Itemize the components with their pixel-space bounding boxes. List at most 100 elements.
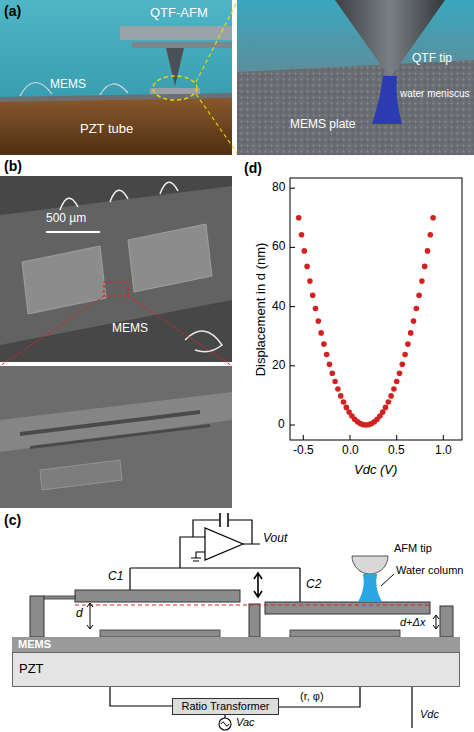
data-point <box>344 405 350 411</box>
wire-bond <box>185 331 222 352</box>
gap-arrow <box>87 603 93 629</box>
part-name: MEMS <box>112 322 148 336</box>
data-point <box>321 341 327 347</box>
wire-bond <box>60 182 178 210</box>
data-point <box>296 215 302 221</box>
water-column <box>358 574 382 602</box>
data-point <box>327 361 333 367</box>
data-point <box>304 264 310 270</box>
tick-label: 20 <box>272 359 285 373</box>
tick-label: 0.0 <box>342 444 359 458</box>
anchor-post <box>249 604 260 637</box>
part-name: MEMS <box>50 78 86 92</box>
part-name: MEMS plate <box>290 118 355 132</box>
axis-title: Displacement in d (nm) <box>254 243 269 377</box>
qtf-holder <box>120 26 232 40</box>
bottom-electrode <box>290 630 400 637</box>
leader-line <box>381 574 394 586</box>
zoom-ellipse <box>153 76 197 100</box>
data-point <box>419 278 425 284</box>
data-point <box>307 278 313 284</box>
tick-label: 60 <box>272 240 285 254</box>
dimension-label: d <box>76 607 83 621</box>
sem-image-bottom <box>0 366 232 508</box>
node-text: Ratio Transformer <box>181 700 269 713</box>
anchor-post <box>440 606 453 637</box>
feedback-wire <box>193 520 260 544</box>
node-text: PZT <box>19 662 44 677</box>
data-point <box>391 386 397 392</box>
panel-label: (b) <box>4 158 22 174</box>
panel-label: (a) <box>4 3 21 19</box>
ac-wave <box>221 722 229 726</box>
reference-line <box>75 604 430 605</box>
data-point <box>425 248 431 254</box>
data-point <box>313 306 319 312</box>
data-point <box>335 386 341 392</box>
mems-plate <box>22 246 106 314</box>
plot-frame <box>290 178 462 440</box>
ground-symbol <box>191 552 205 561</box>
scale-bar <box>46 231 100 233</box>
mems-chip-layer <box>0 93 232 102</box>
tick-label: -0.5 <box>293 444 314 458</box>
part-name: Water column <box>396 564 463 577</box>
top-plate-c2 <box>265 602 430 614</box>
data-point <box>422 264 428 270</box>
tick-label: 80 <box>272 181 285 195</box>
data-point <box>310 292 316 298</box>
data-point <box>318 330 324 336</box>
data-point <box>383 405 389 411</box>
mems-chip <box>150 88 200 94</box>
tether <box>44 596 75 599</box>
op-amp <box>205 528 243 560</box>
part-name: AFM tip <box>394 542 432 555</box>
data-point <box>414 306 420 312</box>
water-meniscus <box>372 76 402 124</box>
tick-label: 1.0 <box>435 444 452 458</box>
data-point <box>332 379 338 385</box>
signal-name: (r, φ) <box>300 690 324 703</box>
data-point <box>411 318 417 324</box>
sem-structure <box>0 392 232 452</box>
qtf-prong <box>132 42 232 48</box>
capacitor-name: C2 <box>306 578 321 592</box>
tick-label: 0.5 <box>388 444 405 458</box>
data-point <box>380 409 386 415</box>
data-point <box>316 318 322 324</box>
data-point <box>324 352 330 358</box>
data-point <box>400 361 406 367</box>
zoom-box <box>104 282 128 296</box>
data-point <box>428 232 434 238</box>
feedback-capacitor <box>220 513 228 527</box>
signal-name: Vout <box>263 532 287 546</box>
bottom-electrode <box>100 630 220 637</box>
dimension-label: d+Δx <box>400 616 425 629</box>
chip-surface <box>0 186 232 345</box>
tick-label: 40 <box>272 300 285 314</box>
afm-scene-background <box>0 0 232 155</box>
data-point <box>402 352 408 358</box>
anchor-post <box>30 596 44 637</box>
data-point <box>330 370 336 376</box>
data-point <box>394 379 400 385</box>
part-name: PZT tube <box>80 122 133 137</box>
part-name: QTF tip <box>412 52 452 66</box>
data-point <box>338 393 344 399</box>
ratio-transformer-box: Ratio Transformer <box>172 698 279 715</box>
data-point <box>341 399 347 405</box>
mems-layer: MEMS <box>12 637 460 652</box>
data-point <box>408 330 414 336</box>
top-plate-c1 <box>75 590 240 602</box>
panel-label: (c) <box>4 512 21 528</box>
ac-source <box>219 718 231 730</box>
data-point <box>388 393 394 399</box>
capacitor-name: C1 <box>108 570 123 584</box>
data-point <box>299 232 305 238</box>
qtf-tip-small <box>166 48 184 86</box>
scale-label: 500 µm <box>46 212 86 226</box>
mems-plate <box>128 224 212 292</box>
node-text: MEMS <box>18 638 51 651</box>
motion-arrow <box>254 573 262 597</box>
